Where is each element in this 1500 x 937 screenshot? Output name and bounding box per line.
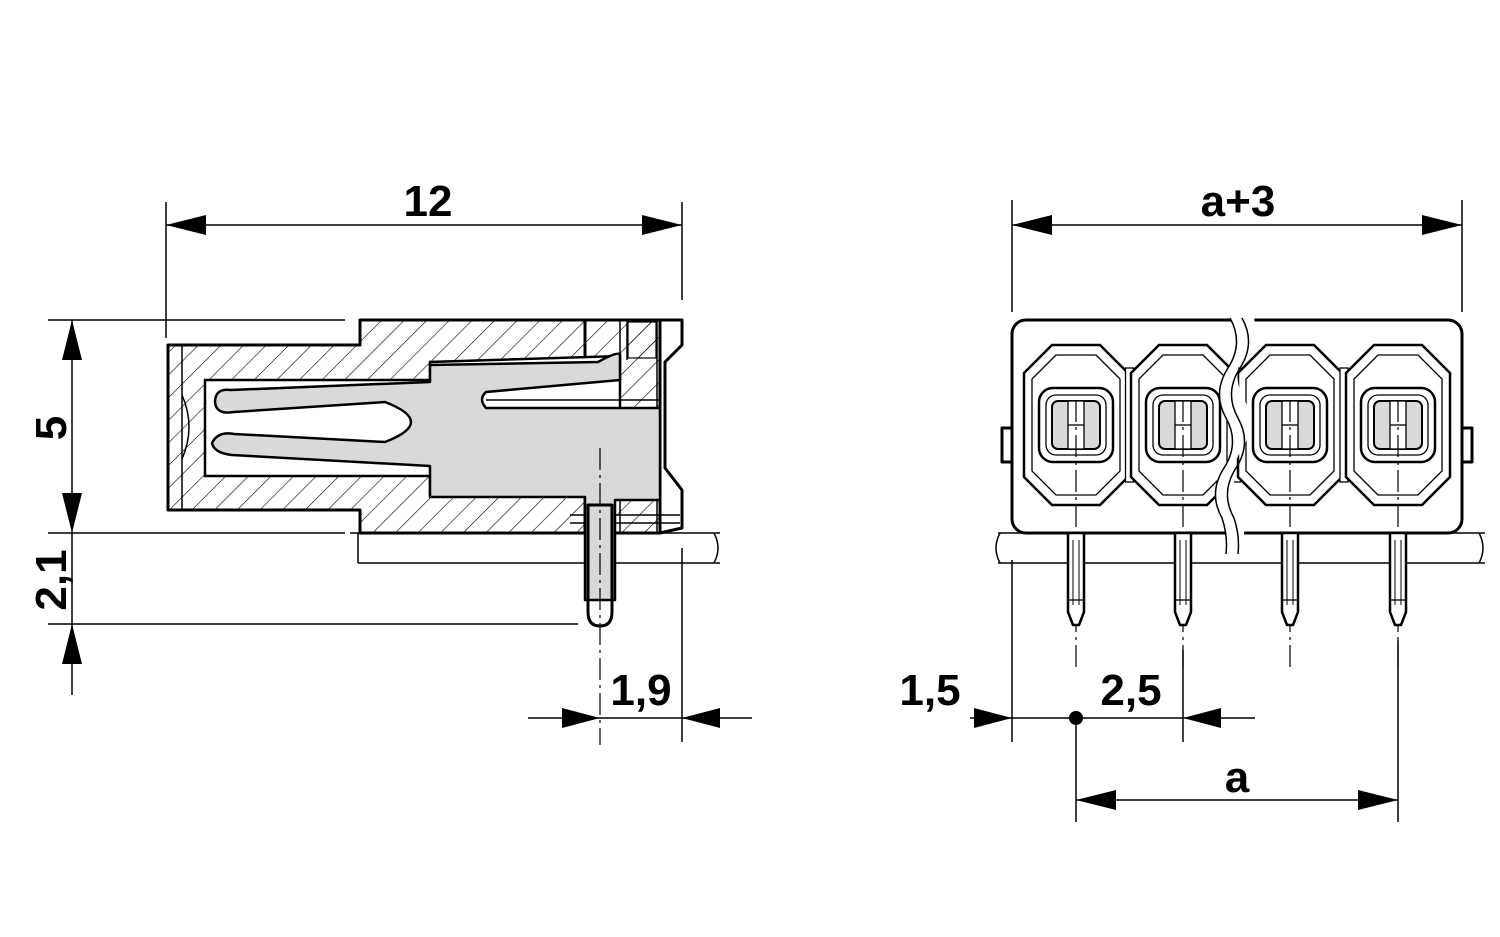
dimension-span [1076, 790, 1398, 810]
dimension-length-label: 12 [404, 177, 453, 226]
front-view: a+3 1,5 2,5 a [899, 177, 1485, 822]
dimension-width [1012, 215, 1462, 235]
contact-cell [1022, 343, 1135, 670]
pins-front [1066, 531, 1408, 627]
contact-cell [1236, 343, 1349, 670]
side-lug-right [1460, 426, 1474, 464]
contact-cells [1022, 343, 1452, 670]
break-lines [1214, 299, 1255, 555]
side-lug-left [1000, 426, 1014, 464]
pin-front [1066, 531, 1086, 627]
contact-spring [210, 352, 662, 602]
pin-front [1388, 531, 1408, 627]
side-view: 12 5 2,1 1,9 [27, 177, 752, 745]
dimension-span-label: a [1225, 753, 1250, 802]
dimension-pin-offset [528, 708, 752, 728]
dimension-width-label: a+3 [1201, 177, 1276, 226]
dimension-length [166, 215, 682, 235]
dimension-pitch-label: 2,5 [1100, 666, 1161, 715]
dimension-height [62, 320, 82, 533]
housing-left-edge [181, 345, 190, 510]
pcb-board-side [350, 532, 720, 564]
dimension-pin-length [62, 533, 82, 695]
housing-front-latch [570, 318, 684, 535]
pin-front [1173, 531, 1193, 627]
pin-front [1280, 531, 1300, 627]
dimension-pin-offset-label: 1,9 [610, 666, 671, 715]
contact-cell [1344, 343, 1452, 670]
extension-lines-front [1011, 200, 1463, 822]
dimension-pin-length-label: 2,1 [27, 549, 76, 610]
dimension-edge-pitch [970, 708, 1255, 728]
dimension-edge-label: 1,5 [899, 666, 960, 715]
dimension-height-label: 5 [27, 416, 76, 440]
pin-side [586, 448, 614, 745]
